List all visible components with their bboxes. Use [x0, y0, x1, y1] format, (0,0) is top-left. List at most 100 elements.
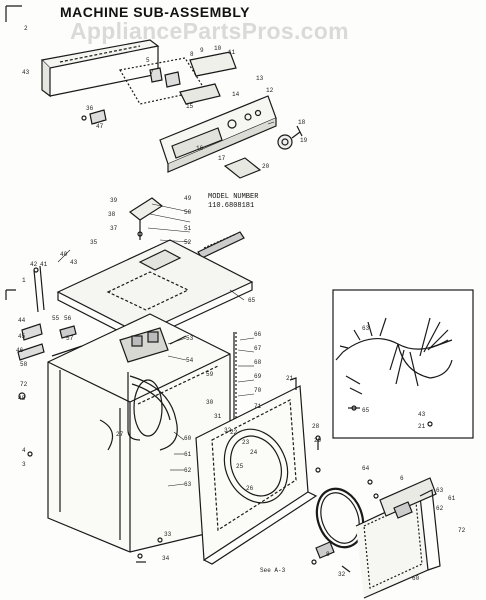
callout-6: 6 — [400, 475, 404, 482]
callout-73: 72 — [458, 527, 466, 534]
callout-43-harness: 43 — [418, 411, 426, 418]
callout-21-harness: 21 — [418, 423, 426, 430]
callout-57: 57 — [66, 335, 74, 342]
door-opening — [223, 428, 289, 504]
model-number: 110.6808181 — [208, 202, 255, 210]
callout-17: 17 — [218, 155, 226, 162]
door-hinge-parts — [311, 541, 351, 573]
callout-54: 54 — [186, 357, 194, 364]
callout-41: 41 — [40, 261, 48, 268]
console-controls — [119, 51, 237, 105]
callout-24: 24 — [250, 449, 258, 456]
callout-67: 67 — [254, 345, 262, 352]
console-bracket — [223, 157, 262, 179]
callout-18: 18 — [298, 119, 306, 126]
callout-36: 36 — [86, 105, 94, 112]
callout-63-door: 63 — [436, 487, 444, 494]
console-back-panel — [40, 39, 160, 98]
callout-22: 22 — [230, 429, 238, 436]
callout-5: 5 — [146, 57, 150, 64]
callout-19: 19 — [300, 137, 308, 144]
callout-61: 61 — [184, 451, 192, 458]
callout-71: 71 — [254, 403, 262, 410]
watermark-text: AppliancePartsPros.com — [70, 18, 349, 44]
callout-52: 52 — [184, 239, 192, 246]
leader-lines — [57, 119, 275, 487]
see-a3-note: See A-3 — [260, 567, 286, 574]
callout-47: 47 — [96, 123, 104, 130]
callout-60: 60 — [184, 435, 192, 442]
callout-2: 2 — [24, 25, 28, 32]
callout-26: 26 — [246, 485, 254, 492]
diagram-title: MACHINE SUB-ASSEMBLY — [60, 4, 250, 20]
callout-32: 32 — [224, 427, 232, 434]
callout-7: 7 — [150, 69, 154, 76]
callout-82: 32 — [338, 571, 346, 578]
callout-58: 58 — [20, 361, 28, 368]
callout-29: 29 — [314, 437, 322, 444]
callout-31: 31 — [214, 413, 222, 420]
callout-10: 10 — [214, 45, 222, 52]
callout-63-harness: 63 — [362, 325, 370, 332]
tub-hose — [129, 375, 178, 451]
corner-mark-mid-left — [5, 289, 16, 300]
callout-55: 55 — [52, 315, 60, 322]
callout-33: 33 — [164, 531, 172, 538]
callout-34: 34 — [162, 555, 170, 562]
callout-8-bottom: 8 — [326, 551, 330, 558]
callout-16: 16 — [196, 145, 204, 152]
corner-mark-top-left — [5, 5, 22, 22]
door-gasket — [315, 487, 365, 549]
model-label: MODEL NUMBER — [208, 193, 259, 201]
callout-23: 23 — [242, 439, 250, 446]
wiring-harness-inset — [332, 289, 474, 439]
callout-65: 65 — [248, 297, 256, 304]
callout-37: 37 — [110, 225, 118, 232]
callout-38: 38 — [108, 211, 116, 218]
control-panel — [159, 95, 277, 173]
callout-39: 39 — [110, 197, 118, 204]
callout-8: 8 — [190, 51, 194, 58]
timer-knob — [277, 125, 303, 150]
callout-35: 35 — [90, 239, 98, 246]
callout-44: 44 — [18, 317, 26, 324]
callout-65-harness: 65 — [362, 407, 370, 414]
callout-72: 72 — [20, 381, 28, 388]
callout-13: 13 — [256, 75, 264, 82]
door-assembly — [355, 477, 441, 599]
front-panel — [195, 377, 318, 565]
callout-9: 9 — [200, 47, 204, 54]
callout-40: 40 — [60, 251, 68, 258]
callout-43-left: 43 — [70, 259, 78, 266]
callout-64: 64 — [362, 465, 370, 472]
callout-50: 50 — [184, 209, 192, 216]
right-fasteners — [315, 435, 379, 499]
callout-20: 20 — [262, 163, 270, 170]
cabinet-top — [56, 239, 254, 343]
callout-42: 42 — [30, 261, 38, 268]
callout-63: 63 — [184, 481, 192, 488]
callout-28: 28 — [312, 423, 320, 430]
callout-25: 25 — [236, 463, 244, 470]
callout-68: 68 — [254, 359, 262, 366]
callout-69: 69 — [254, 373, 262, 380]
callout-43-top: 43 — [22, 69, 30, 76]
callout-45: 45 — [18, 333, 26, 340]
callout-53: 53 — [186, 335, 194, 342]
cabinet — [47, 313, 231, 553]
callout-56: 56 — [64, 315, 72, 322]
model-number-block: MODEL NUMBER 110.6808181 — [208, 193, 258, 211]
callout-3: 3 — [22, 461, 26, 468]
left-small-parts — [17, 265, 83, 457]
callout-60-door: 60 — [412, 575, 420, 582]
callout-27: 27 — [116, 431, 124, 438]
callout-12: 12 — [266, 87, 274, 94]
callout-30: 30 — [206, 399, 214, 406]
callout-11: 11 — [228, 49, 236, 56]
callout-66: 66 — [254, 331, 262, 338]
callout-62-door: 62 — [436, 505, 444, 512]
callout-51: 51 — [184, 225, 192, 232]
callout-61-door: 61 — [448, 495, 456, 502]
